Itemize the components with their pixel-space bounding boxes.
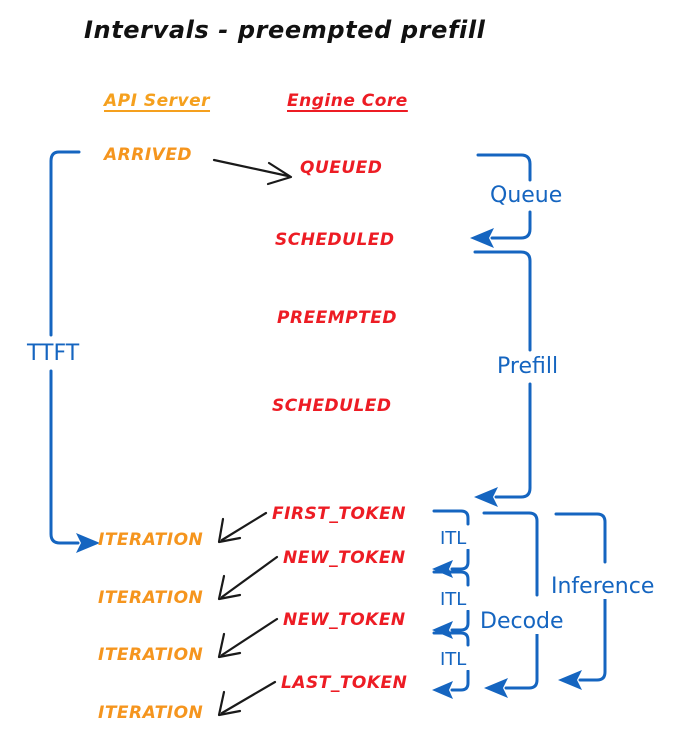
queue-arrow-head (470, 228, 494, 248)
interval-label-prefill: Prefill (494, 354, 562, 379)
itl-1-arrow-head (432, 560, 453, 578)
interval-label-decode: Decode (477, 609, 567, 634)
decode-arrow-head (484, 678, 508, 698)
engine-event-first-token: FIRST_TOKEN (272, 504, 406, 524)
page-title: Intervals - preempted prefill (84, 16, 486, 44)
transition-arrow-arrived-queued (212, 158, 293, 186)
interval-label-itl-1: ITL (437, 528, 470, 549)
engine-event-new-token-1: NEW_TOKEN (283, 548, 406, 568)
prefill-bracket (473, 250, 532, 507)
engine-event-preempted: PREEMPTED (277, 308, 397, 328)
prefill-arrow-head (474, 487, 498, 507)
interval-label-inference: Inference (548, 574, 658, 599)
engine-event-queued: QUEUED (300, 158, 383, 178)
itl-2-arrow-head (432, 621, 453, 639)
engine-event-new-token-2: NEW_TOKEN (283, 610, 406, 630)
engine-event-scheduled-1: SCHEDULED (275, 230, 395, 250)
column-header-api-server: API Server (104, 91, 211, 111)
inference-arrow-head (558, 670, 582, 690)
interval-label-queue: Queue (487, 183, 566, 208)
engine-event-last-token: LAST_TOKEN (281, 673, 408, 693)
interval-label-itl-3: ITL (437, 649, 470, 670)
column-header-engine-core: Engine Core (287, 91, 408, 111)
transition-arrow-new-token-iteration-1 (217, 555, 279, 601)
api-event-iteration-4: ITERATION (98, 703, 204, 723)
api-event-iteration-1: ITERATION (98, 530, 204, 550)
api-event-iteration-2: ITERATION (98, 588, 204, 608)
interval-label-ttft: TTFT (24, 341, 83, 366)
transition-arrow-last-token-iteration (217, 680, 277, 717)
engine-event-scheduled-2: SCHEDULED (272, 396, 392, 416)
inference-bracket (554, 512, 607, 690)
decode-bracket (482, 511, 539, 698)
api-event-iteration-3: ITERATION (98, 645, 204, 665)
interval-label-itl-2: ITL (437, 589, 470, 610)
ttft-arrow-head (76, 533, 100, 553)
transition-arrow-new-token-iteration-2 (217, 617, 279, 659)
itl-3-arrow-head (432, 681, 453, 699)
api-event-arrived: ARRIVED (104, 145, 193, 165)
transition-arrow-first-token-iteration (217, 511, 268, 544)
